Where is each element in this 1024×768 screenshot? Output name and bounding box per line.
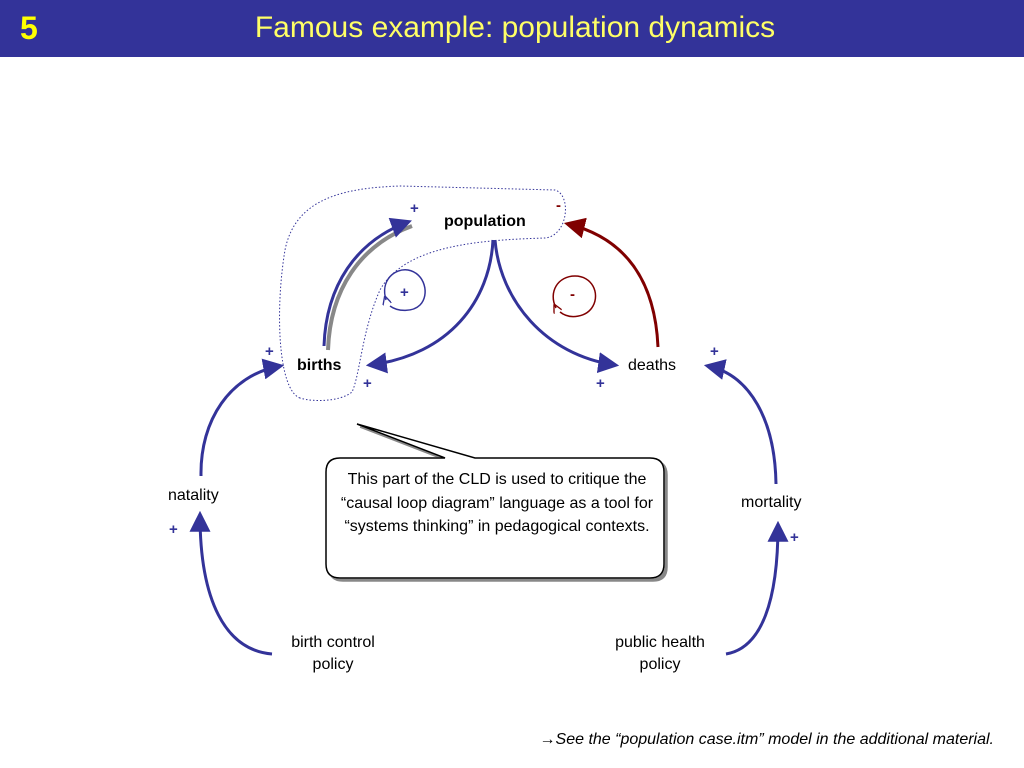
node-natality: natality <box>168 487 219 504</box>
polarity-birthcontrol-natality: + <box>169 521 178 538</box>
polarity-deaths-population: - <box>556 197 561 214</box>
node-mortality: mortality <box>741 494 802 511</box>
polarity-population-deaths: + <box>596 375 605 392</box>
polarity-population-births: + <box>363 375 372 392</box>
node-birth-control-policy: birth control policy <box>291 634 375 673</box>
footnote-text: See the “population case.itm” model in t… <box>555 731 994 748</box>
polarity-births-population: + <box>410 200 419 217</box>
node-deaths: deaths <box>628 357 677 374</box>
callout-bubble <box>325 423 665 579</box>
link-natality-births <box>199 358 285 477</box>
callout-text: This part of the CLD is used to critique… <box>340 471 654 535</box>
link-population-deaths <box>493 239 620 374</box>
link-birthcontrol-natality <box>189 510 273 656</box>
link-mortality-deaths <box>703 359 778 485</box>
arrow-right-icon: → <box>539 731 556 748</box>
polarity-mortality-deaths: + <box>710 343 719 360</box>
causal-loop-diagram <box>189 185 789 656</box>
loop-balancing-sign: - <box>570 286 575 303</box>
highlight-outline <box>279 185 566 401</box>
link-population-births <box>365 239 495 374</box>
slide-title: Famous example: population dynamics <box>254 11 776 44</box>
reinforcing-loop-icon <box>385 269 426 312</box>
footnote: →See the “population case.itm” model in … <box>540 729 994 751</box>
node-public-health-policy: public health policy <box>615 634 705 673</box>
link-births-population <box>322 217 412 347</box>
polarity-natality-births: + <box>265 343 274 360</box>
title-bar: 5 Famous example: population dynamics <box>0 0 1024 57</box>
node-births: births <box>297 357 342 374</box>
loop-reinforcing-sign: + <box>400 284 409 301</box>
polarity-publichealth-mortality: + <box>790 529 799 546</box>
slide-number: 5 <box>20 10 38 46</box>
link-deaths-population <box>563 217 660 348</box>
node-population: population <box>444 213 526 230</box>
link-publichealth-mortality <box>725 520 789 656</box>
balancing-loop-icon <box>552 275 597 318</box>
